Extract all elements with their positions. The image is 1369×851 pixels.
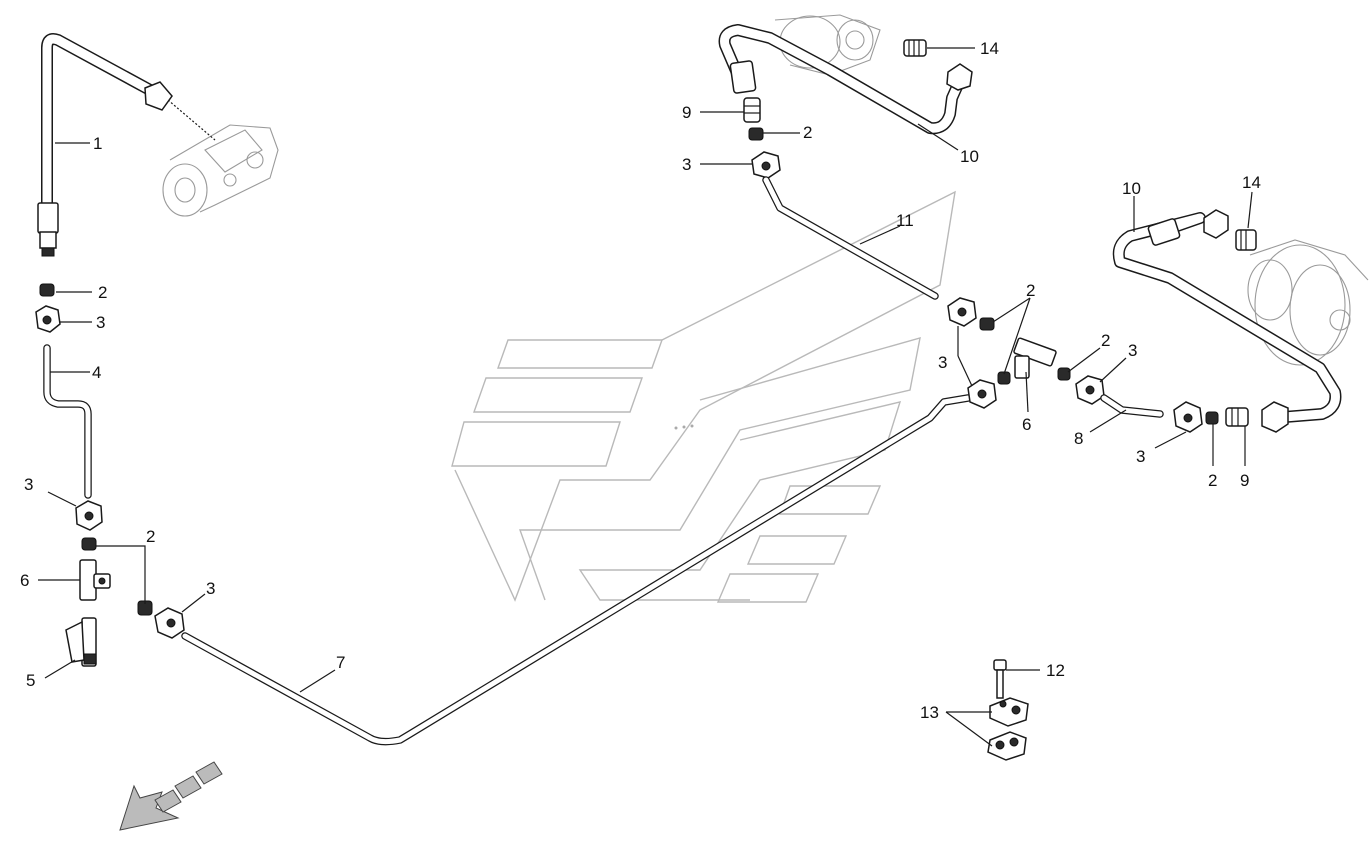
label-3-g: 3: [1136, 447, 1145, 466]
label-10-a: 10: [960, 147, 979, 166]
seal-ring-2-center-c[interactable]: [1057, 367, 1071, 381]
label-3-c: 3: [206, 579, 215, 598]
union-nut-3-center-a[interactable]: [947, 297, 977, 327]
clamp-bolt-12[interactable]: [993, 659, 1007, 699]
label-2-f: 2: [1208, 471, 1217, 490]
seal-ring-2-left-top[interactable]: [39, 283, 55, 297]
label-2-e: 2: [1101, 331, 1110, 350]
label-7: 7: [336, 653, 345, 672]
label-3-e: 3: [938, 353, 947, 372]
union-nut-3-left-top[interactable]: [35, 305, 61, 333]
leader-lines: [38, 47, 1253, 747]
watermark-logo: [451, 190, 956, 603]
label-8: 8: [1074, 429, 1083, 448]
label-9-a: 9: [682, 103, 691, 122]
tee-fitting-6-right[interactable]: [1013, 337, 1057, 379]
pump-component: [162, 99, 279, 217]
pipe-8[interactable]: [1100, 394, 1164, 418]
clamp-half-13-top[interactable]: [989, 697, 1029, 727]
seal-ring-2-top[interactable]: [748, 127, 764, 141]
label-3-d: 3: [682, 155, 691, 174]
motor-component-right: [1247, 239, 1369, 366]
union-nut-3-top[interactable]: [751, 151, 781, 179]
adapter-9-top[interactable]: [743, 97, 761, 123]
arrow-down-left-icon: [119, 761, 223, 831]
hose-10-right[interactable]: [1112, 209, 1342, 433]
label-5: 5: [26, 671, 35, 690]
adapter-9-right[interactable]: [1225, 407, 1249, 427]
seal-ring-2-left-mid[interactable]: [81, 537, 97, 551]
pipe-4[interactable]: [43, 344, 92, 499]
seal-ring-2-center-a[interactable]: [979, 317, 995, 331]
label-10-b: 10: [1122, 179, 1141, 198]
label-11: 11: [896, 211, 914, 230]
label-2-a: 2: [98, 283, 107, 302]
seal-ring-2-right[interactable]: [1205, 411, 1219, 425]
pipe-7[interactable]: [181, 394, 972, 746]
adapter-14-right[interactable]: [1235, 229, 1257, 251]
union-nut-3-center-b[interactable]: [967, 379, 997, 409]
union-nut-3-center-c[interactable]: [1075, 375, 1105, 405]
label-2-d: 2: [1026, 281, 1035, 300]
label-3-a: 3: [96, 313, 105, 332]
label-1: 1: [93, 134, 102, 153]
label-14-b: 14: [1242, 173, 1261, 192]
part-labels: 1 2 3 4 3 2 6 3 5 7 9 2 3 14 10 11 2 3 2…: [20, 39, 1261, 722]
label-2-b: 2: [146, 527, 155, 546]
seal-ring-2-center-b[interactable]: [997, 371, 1011, 385]
label-3-b: 3: [24, 475, 33, 494]
adapter-14-top[interactable]: [903, 39, 927, 57]
test-coupling-5[interactable]: [65, 617, 97, 667]
tee-fitting-6-left[interactable]: [79, 559, 111, 601]
label-6-a: 6: [20, 571, 29, 590]
label-12: 12: [1046, 661, 1065, 680]
label-2-c: 2: [803, 123, 812, 142]
union-nut-3-left-low[interactable]: [154, 607, 185, 639]
label-4: 4: [92, 363, 101, 382]
pipe-11[interactable]: [762, 176, 939, 300]
hose-1[interactable]: [37, 33, 173, 257]
label-14-a: 14: [980, 39, 999, 58]
union-nut-3-left-mid[interactable]: [75, 500, 103, 531]
label-13: 13: [920, 703, 939, 722]
label-3-f: 3: [1128, 341, 1137, 360]
clamp-half-13-bottom[interactable]: [987, 731, 1027, 761]
hose-10-top[interactable]: [718, 24, 973, 135]
label-9-b: 9: [1240, 471, 1249, 490]
union-nut-3-right[interactable]: [1173, 401, 1203, 433]
label-6-b: 6: [1022, 415, 1031, 434]
